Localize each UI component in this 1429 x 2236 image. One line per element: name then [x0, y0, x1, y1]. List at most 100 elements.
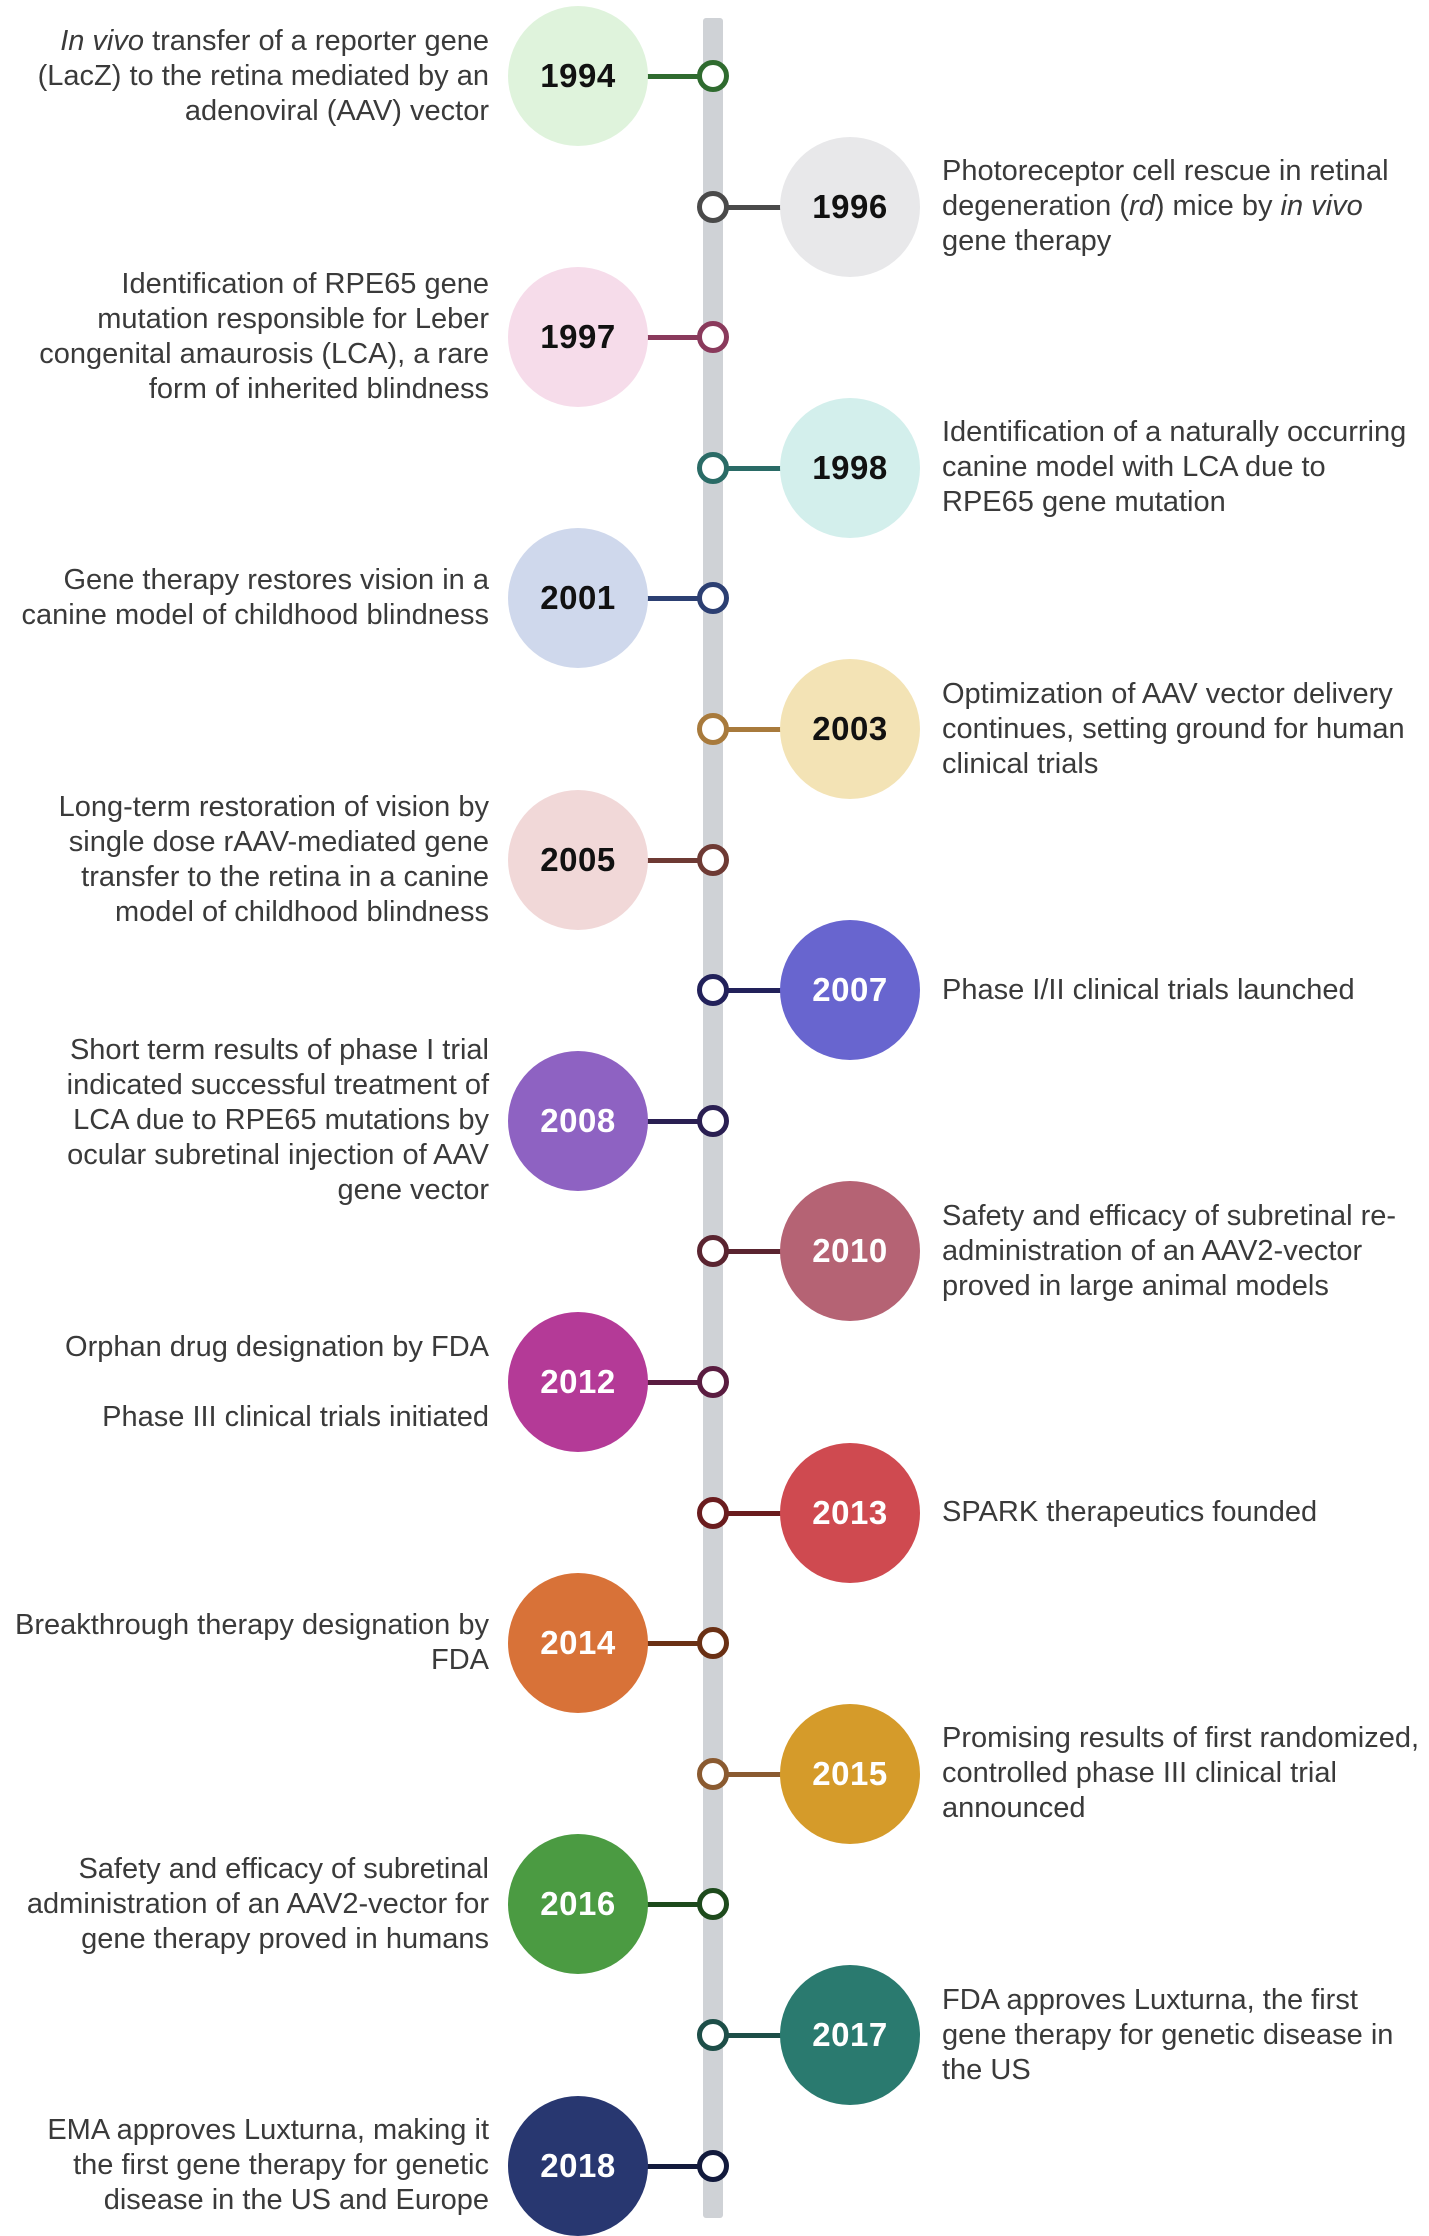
- year-label: 2016: [540, 1885, 616, 1923]
- year-circle: 2016: [508, 1834, 648, 1975]
- event-description: Safety and efficacy of subretinal admini…: [9, 1852, 489, 1957]
- timeline-node: [697, 1366, 729, 1398]
- event-description: Breakthrough therapy designation by FDA: [9, 1608, 489, 1678]
- timeline-node: [697, 1757, 729, 1790]
- year-label: 2008: [540, 1101, 616, 1139]
- year-circle: 2010: [780, 1181, 920, 1322]
- event-description: EMA approves Luxturna, making it the fir…: [9, 2113, 489, 2218]
- year-label: 2018: [540, 2146, 616, 2184]
- timeline-node: [697, 1888, 729, 1921]
- year-label: 1998: [812, 448, 888, 486]
- timeline-node: [697, 843, 729, 876]
- timeline-node: [697, 582, 729, 615]
- connector-line: [713, 727, 790, 732]
- connector-line: [638, 1902, 713, 1908]
- year-label: 2005: [540, 840, 616, 878]
- connector-line: [713, 204, 790, 210]
- event-description: Short term results of phase I trial indi…: [9, 1033, 489, 1208]
- description-text: Optimization of AAV vector delivery cont…: [942, 677, 1405, 780]
- year-circle: 1994: [508, 6, 648, 146]
- event-description: In vivo transfer of a reporter gene (Lac…: [9, 24, 489, 129]
- timeline-node: [697, 2149, 729, 2182]
- description-text: Orphan drug designation by FDA: [65, 1330, 489, 1363]
- description-text: Phase III clinical trials initiated: [102, 1400, 489, 1433]
- description-text: FDA approves Luxturna, the first gene th…: [942, 1983, 1394, 2086]
- timeline-node: [697, 1235, 729, 1268]
- year-label: 2017: [812, 2016, 888, 2053]
- year-circle: 1996: [780, 136, 920, 277]
- year-circle: 2012: [508, 1312, 648, 1452]
- year-label: 2010: [812, 1232, 888, 1270]
- connector-line: [713, 1771, 790, 1777]
- year-circle: 1998: [780, 397, 920, 538]
- event-description: Gene therapy restores vision in a canine…: [9, 563, 489, 633]
- year-circle: 2015: [780, 1703, 920, 1844]
- timeline-node: [697, 713, 729, 745]
- year-circle: 2017: [780, 1965, 920, 2105]
- year-label: 1996: [812, 187, 888, 225]
- year-label: 2014: [540, 1624, 616, 1662]
- timeline-node: [697, 974, 729, 1007]
- event-description: FDA approves Luxturna, the first gene th…: [942, 1983, 1422, 2088]
- year-circle: 2007: [780, 920, 920, 1061]
- description-text: Identification of a naturally occurring …: [942, 416, 1407, 519]
- event-description: Photoreceptor cell rescue in retinal deg…: [942, 154, 1422, 259]
- connector-line: [713, 988, 790, 994]
- connector-line: [638, 74, 713, 79]
- description-text: Short term results of phase I trial indi…: [66, 1034, 489, 1207]
- description-text: EMA approves Luxturna, making it the fir…: [47, 2114, 489, 2217]
- description-text: SPARK therapeutics founded: [942, 1496, 1318, 1529]
- timeline-node: [697, 190, 729, 223]
- year-circle: 2008: [508, 1050, 648, 1191]
- description-text: Phase I/II clinical trials launched: [942, 973, 1355, 1006]
- event-description: Optimization of AAV vector delivery cont…: [942, 677, 1422, 782]
- year-circle: 2005: [508, 789, 648, 930]
- description-text: In vivo transfer of a reporter gene (Lac…: [37, 24, 489, 127]
- description-text: Promising results of first randomized, c…: [942, 1722, 1420, 1825]
- timeline-node: [697, 60, 729, 92]
- year-circle: 2003: [780, 659, 920, 799]
- event-description: Safety and efficacy of subretinal re-adm…: [942, 1199, 1422, 1304]
- description-text: Safety and efficacy of subretinal re-adm…: [942, 1199, 1397, 1302]
- year-circle: 2018: [508, 2095, 648, 2236]
- description-text: Gene therapy restores vision in a canine…: [21, 564, 489, 632]
- event-description: SPARK therapeutics founded: [942, 1495, 1422, 1530]
- year-label: 2003: [812, 710, 888, 747]
- year-label: 1994: [540, 57, 616, 94]
- description-text: Photoreceptor cell rescue in retinal deg…: [942, 155, 1389, 258]
- event-description: Long-term restoration of vision by singl…: [9, 790, 489, 930]
- connector-line: [638, 1380, 713, 1385]
- year-circle: 1997: [508, 267, 648, 408]
- year-label: 2015: [812, 1754, 888, 1792]
- event-description: Phase I/II clinical trials launched: [942, 973, 1422, 1008]
- timeline-node: [697, 451, 729, 484]
- timeline-node: [697, 1104, 729, 1137]
- description-text: Breakthrough therapy designation by FDA: [15, 1609, 489, 1677]
- year-circle: 2014: [508, 1573, 648, 1714]
- connector-line: [638, 335, 713, 341]
- event-description: Orphan drug designation by FDA Phase III …: [9, 1330, 489, 1435]
- year-label: 2013: [812, 1493, 888, 1531]
- year-label: 1997: [540, 318, 616, 356]
- description-text: Identification of RPE65 gene mutation re…: [39, 268, 489, 406]
- year-label: 2012: [540, 1363, 616, 1400]
- timeline-node: [697, 2019, 729, 2051]
- connector-line: [638, 1641, 713, 1647]
- connector-line: [638, 857, 713, 863]
- connector-line: [713, 1510, 790, 1516]
- connector-line: [638, 2163, 713, 2169]
- description-text: Long-term restoration of vision by singl…: [58, 790, 489, 928]
- year-circle: 2001: [508, 528, 648, 669]
- event-description: Promising results of first randomized, c…: [942, 1721, 1422, 1826]
- year-circle: 2013: [780, 1442, 920, 1583]
- event-description: Identification of a naturally occurring …: [942, 415, 1422, 520]
- description-text: Safety and efficacy of subretinal admini…: [26, 1852, 489, 1955]
- connector-line: [638, 596, 713, 602]
- connector-line: [713, 465, 790, 471]
- year-label: 2001: [540, 579, 616, 617]
- timeline-node: [697, 321, 729, 354]
- year-label: 2007: [812, 971, 888, 1009]
- connector-line: [713, 1249, 790, 1255]
- timeline-node: [697, 1496, 729, 1529]
